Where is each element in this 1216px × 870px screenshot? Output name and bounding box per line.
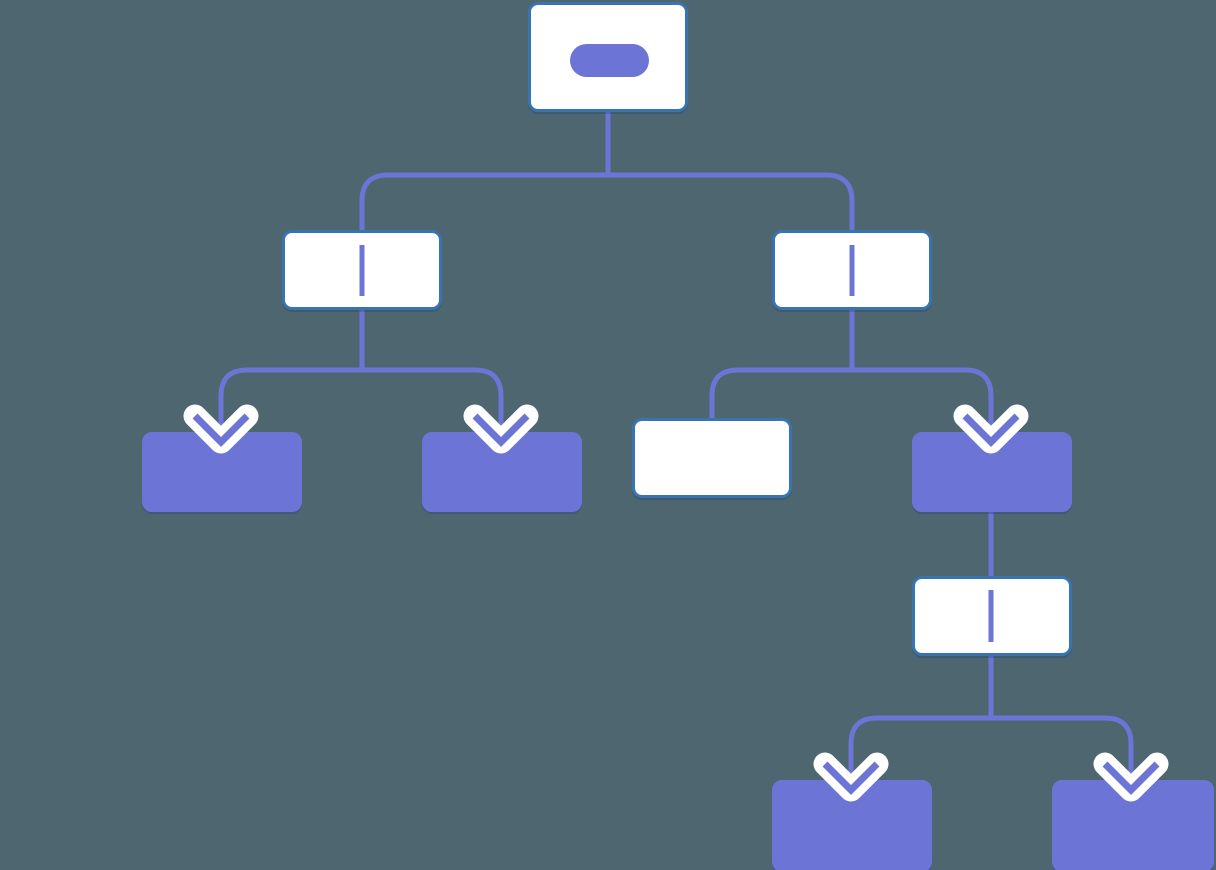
root-pill-badge: [570, 44, 649, 77]
edge-n0-n1: [359, 112, 611, 245]
node-leaf-3[interactable]: [772, 780, 932, 870]
edge-n0-n2: [608, 172, 855, 245]
edge-n7-n9: [991, 715, 1134, 786]
node-level3-accent[interactable]: [912, 432, 1072, 512]
node-leaf-1[interactable]: [142, 432, 302, 512]
edge-n2-n5: [709, 296, 855, 420]
edge-n1-n4: [362, 367, 504, 438]
node-leaf-4[interactable]: [1052, 780, 1214, 870]
node-level4-plain[interactable]: [912, 576, 1072, 656]
node-level2-left[interactable]: [282, 230, 442, 310]
edge-n7-n8: [848, 642, 994, 786]
edge-n1-n3: [218, 296, 365, 438]
edge-n2-n6: [852, 367, 994, 438]
node-root[interactable]: [528, 2, 688, 112]
node-level2-right[interactable]: [772, 230, 932, 310]
node-level3-plain[interactable]: [632, 418, 792, 498]
node-leaf-2[interactable]: [422, 432, 582, 512]
